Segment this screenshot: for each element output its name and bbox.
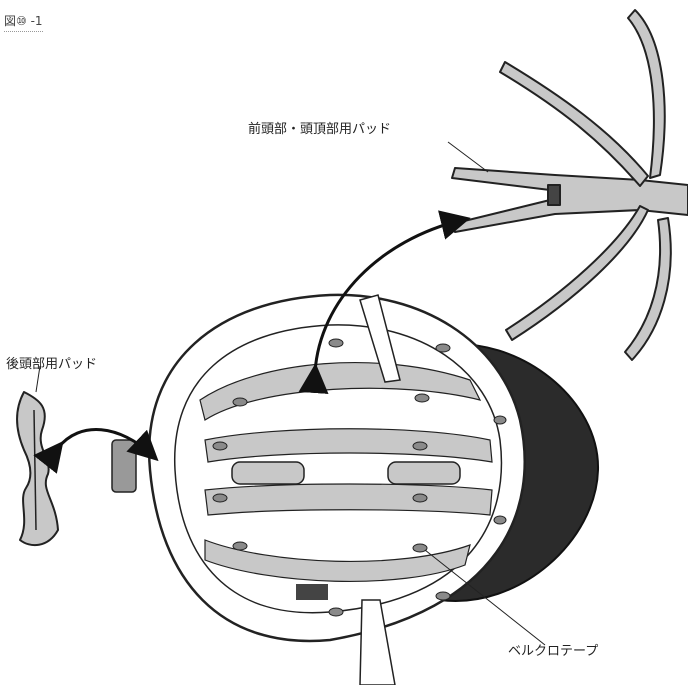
helmet bbox=[112, 295, 598, 685]
rear-pad-arrow bbox=[58, 430, 152, 455]
front-top-pad-label: 前頭部・頭頂部用パッド bbox=[248, 118, 391, 137]
rear-pad bbox=[17, 392, 58, 545]
rear-pad-label: 後頭部用パッド bbox=[6, 353, 97, 372]
front-pad-leader bbox=[448, 142, 488, 172]
velcro-tape-label: ベルクロテープ bbox=[508, 640, 598, 659]
front-top-pad bbox=[452, 10, 688, 360]
